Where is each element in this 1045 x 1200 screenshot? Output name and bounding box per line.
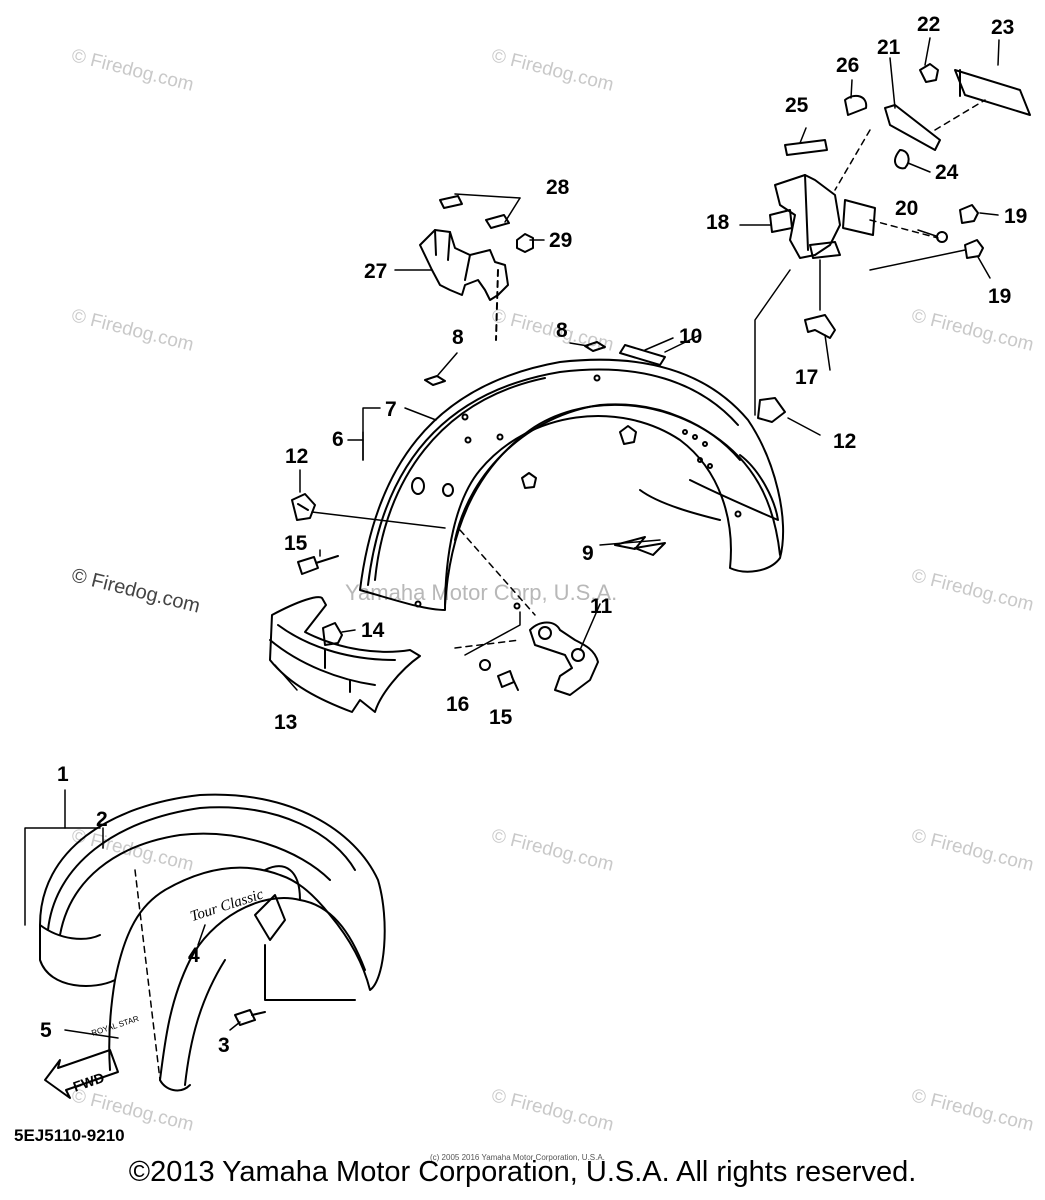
front-fender [39, 793, 386, 1092]
copyright-notice: ©2013 Yamaha Motor Corporation, U.S.A. A… [128, 1156, 917, 1188]
callout-8: 8 [452, 326, 464, 349]
small-credit: (c) 2005 2016 Yamaha Motor Corporation, … [430, 1153, 605, 1162]
callout-7: 7 [385, 398, 397, 421]
callout-14: 14 [361, 619, 385, 642]
callout-11: 11 [590, 595, 613, 618]
fwd-label: FWD [71, 1069, 106, 1095]
fwd-arrow [44, 1049, 119, 1099]
callout-15: 15 [284, 532, 308, 555]
callout-12: 12 [285, 445, 309, 468]
leader-lines [274, 37, 1000, 691]
callout-28: 28 [546, 176, 570, 199]
tail-bracket [757, 63, 1031, 423]
damper-9 [614, 536, 666, 556]
callout-22: 22 [917, 13, 941, 36]
callout-19: 19 [1004, 205, 1028, 228]
stay-bracket [529, 621, 599, 696]
callout-29: 29 [549, 229, 573, 252]
front-leader-lines [24, 789, 241, 1039]
rear-fender [359, 358, 785, 611]
callout-20: 20 [895, 197, 919, 220]
callout-10: 10 [679, 325, 703, 348]
washer-8-b [584, 341, 606, 352]
bolt-15 [297, 555, 339, 575]
callout-25: 25 [785, 94, 809, 117]
callout-18: 18 [706, 211, 730, 234]
callout-8-b: 8 [556, 319, 568, 342]
fender-cover [269, 596, 421, 713]
plate-10 [619, 344, 666, 366]
callout-9: 9 [582, 542, 594, 565]
center-watermark: Yamaha Motor Corp, U.S.A. [345, 580, 618, 605]
callout-15-b: 15 [489, 706, 513, 729]
callout-13: 13 [274, 711, 298, 734]
washer-16 [479, 659, 491, 671]
callout-6: 6 [332, 428, 344, 451]
callout-4: 4 [188, 944, 200, 967]
washer-8 [424, 375, 446, 386]
callout-5: 5 [40, 1019, 52, 1042]
callout-17: 17 [795, 366, 819, 389]
callout-27: 27 [364, 260, 388, 283]
nut-14 [322, 622, 343, 646]
callout-24: 24 [935, 161, 959, 184]
part-number: 5EJ5110-9210 [14, 1126, 125, 1145]
callout-1: 1 [57, 763, 69, 786]
emblem-script: Tour Classic [188, 886, 265, 925]
grommet-12-slot [297, 503, 309, 511]
callout-3: 3 [218, 1034, 230, 1057]
callout-26: 26 [836, 54, 860, 77]
callout-16: 16 [446, 693, 470, 716]
callout-21: 21 [877, 36, 901, 59]
callout-19-b: 19 [988, 285, 1012, 308]
bolt-15-b [497, 670, 519, 691]
callout-2: 2 [96, 808, 108, 831]
callout-23: 23 [991, 16, 1015, 39]
mount-bracket [419, 195, 534, 341]
callout-12-b: 12 [833, 430, 857, 453]
emblem-royal-star: ROYAL STAR [90, 1014, 140, 1038]
